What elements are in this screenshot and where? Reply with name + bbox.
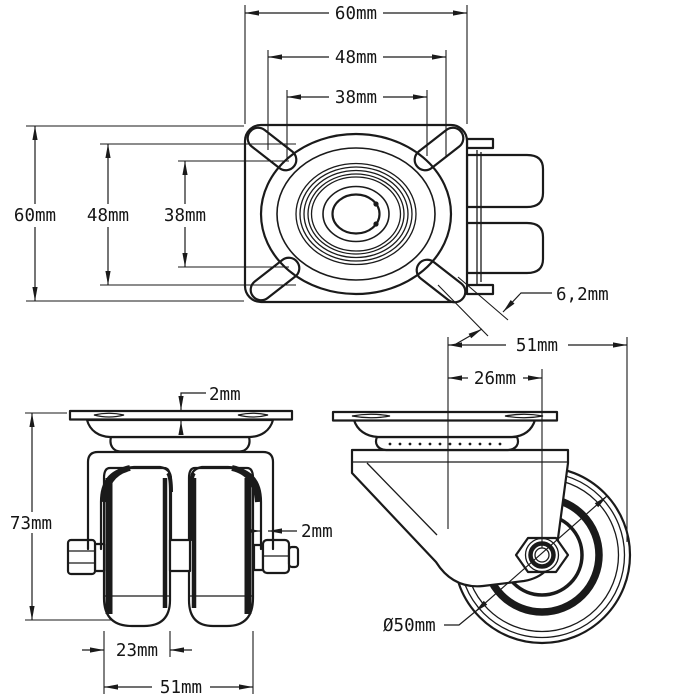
dim-top-width-outer: 60mm: [335, 4, 377, 24]
dim-top-depth-bolt: 48mm: [87, 206, 129, 226]
side-view-swivel: 51mm 26mm Ø50mm: [331, 336, 632, 645]
front-dimensions: 73mm 2mm 2mm 23mm 51mm: [8, 385, 333, 698]
dim-top-depth-inner: 38mm: [164, 206, 206, 226]
slot-width-dimension: 6,2mm: [437, 276, 609, 345]
dim-wheel-diameter: Ø50mm: [383, 616, 436, 636]
dim-wall-thickness: 2mm: [301, 522, 333, 542]
top-vertical-dimensions: 60mm 48mm 38mm: [12, 125, 296, 302]
axle-spacer: [168, 538, 192, 573]
top-horizontal-dimensions: 60mm 48mm 38mm: [244, 4, 468, 160]
side-swivel-and-plate: [331, 410, 559, 452]
dim-overall-height: 73mm: [10, 514, 52, 534]
side-plate: [331, 410, 559, 422]
dim-top-width-bolt: 48mm: [335, 48, 377, 68]
front-wheels: [102, 466, 255, 628]
dim-slot-width: 6,2mm: [556, 285, 609, 305]
dim-top-width-inner: 38mm: [335, 88, 377, 108]
side-dimensions: 51mm 26mm Ø50mm: [383, 336, 628, 636]
dim-plate-thickness: 2mm: [209, 385, 241, 405]
dim-swivel-offset: 26mm: [474, 369, 516, 389]
plate-outline: [243, 123, 469, 304]
front-view-twin-wheels: 73mm 2mm 2mm 23mm 51mm: [8, 385, 333, 698]
dim-wheel-width: 23mm: [116, 641, 158, 661]
swivel-bearing-rings: [259, 132, 453, 296]
bearing-balls: [388, 442, 502, 446]
dim-front-overall-width: 51mm: [160, 678, 202, 698]
top-view-wheels: [465, 137, 545, 296]
front-axle-hardware: [66, 538, 300, 576]
top-view-plate: 60mm 48mm 38mm 60mm 48mm 38mm: [12, 4, 609, 345]
hex-bolt-head: [66, 538, 97, 576]
dim-swivel-radius: 51mm: [516, 336, 558, 356]
dim-top-depth-outer: 60mm: [14, 206, 56, 226]
kingpin-notch: [373, 221, 379, 227]
kingpin-notch: [373, 201, 379, 207]
front-plate: [68, 409, 294, 421]
